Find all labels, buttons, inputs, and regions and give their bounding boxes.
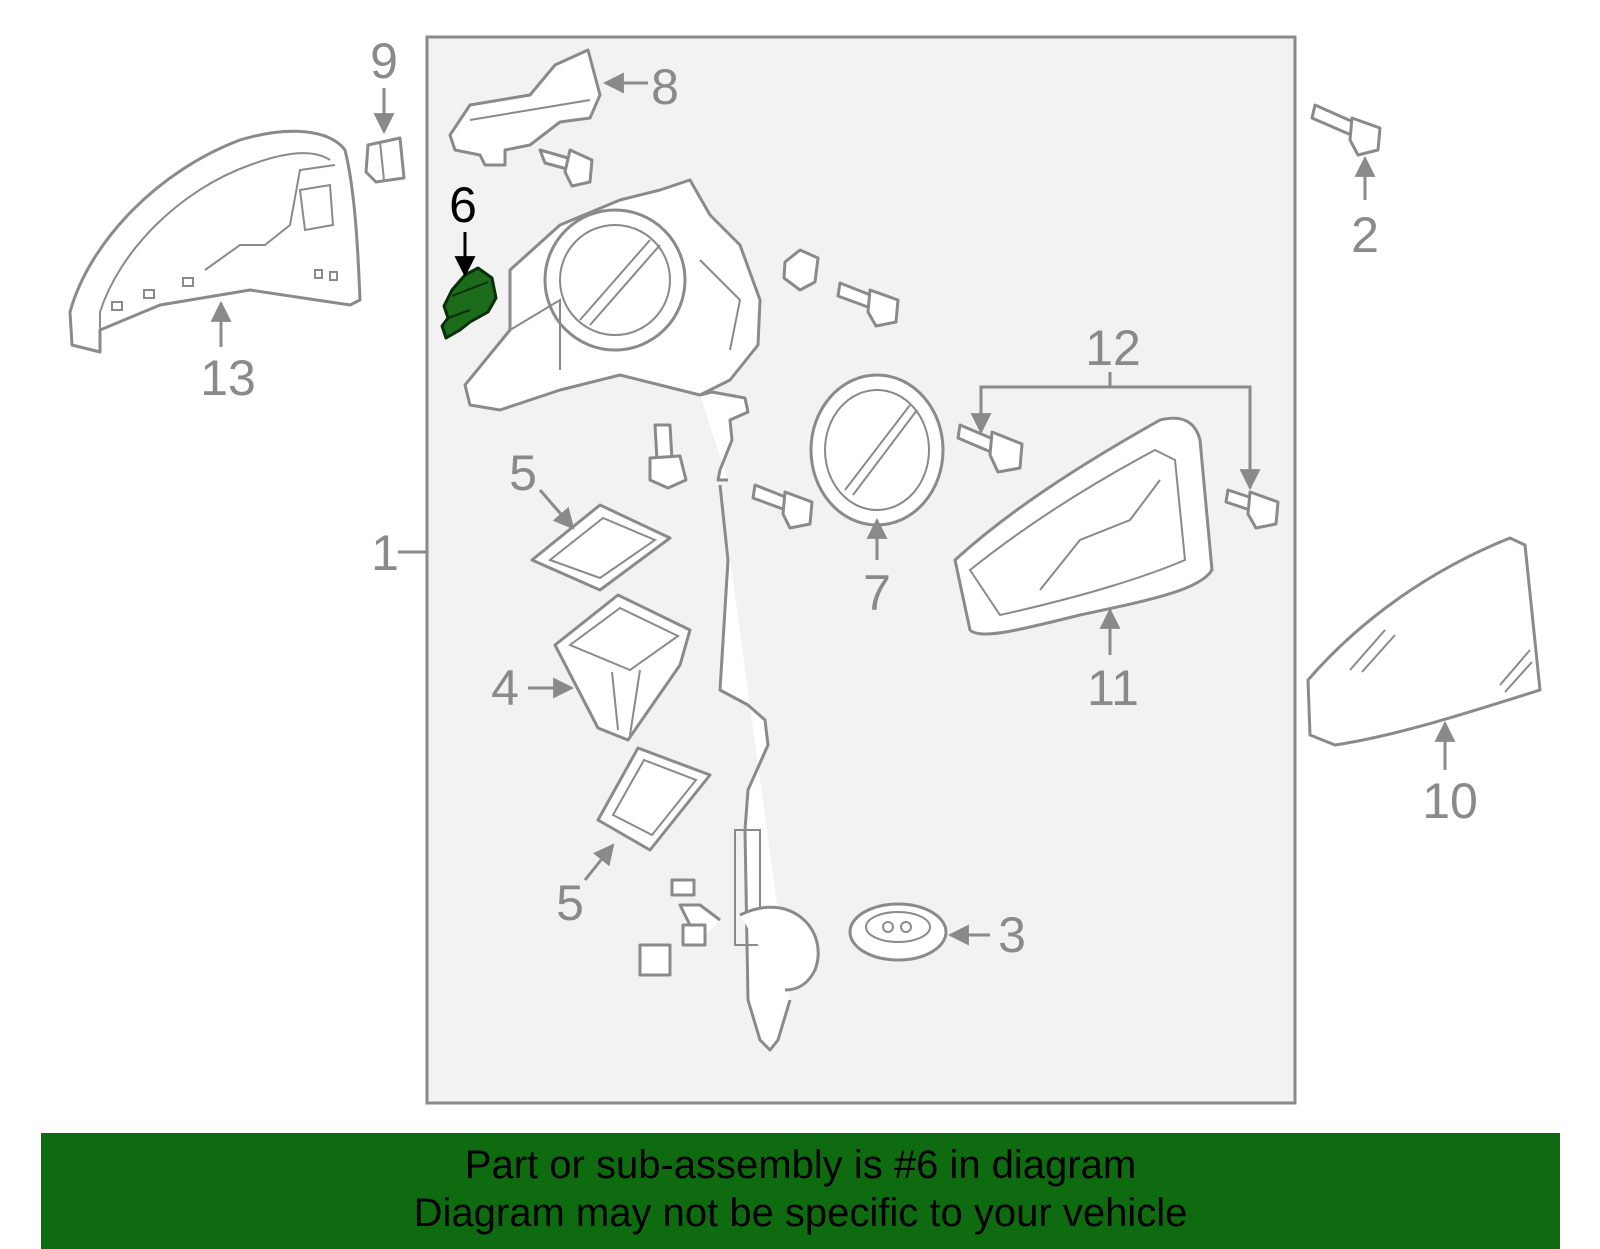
part-9-clip[interactable] — [364, 136, 406, 184]
part-2-bolt[interactable] — [1310, 103, 1382, 157]
part-3-grommet[interactable] — [848, 902, 948, 962]
banner-line-2: Diagram may not be specific to your vehi… — [413, 1191, 1188, 1235]
callout-3: 3 — [998, 907, 1026, 963]
leader-5b — [583, 843, 615, 881]
small-clip[interactable] — [782, 248, 820, 292]
bolt-7[interactable] — [751, 483, 814, 530]
callout-2: 2 — [1351, 207, 1379, 263]
part-11-glass-holder[interactable] — [953, 416, 1214, 636]
part-5-gasket-upper[interactable] — [530, 503, 672, 592]
part-8-bracket[interactable] — [448, 48, 602, 167]
mirror-housing[interactable] — [463, 178, 762, 482]
info-banner: Part or sub-assembly is #6 in diagram Di… — [41, 1133, 1560, 1249]
banner-line-1: Part or sub-assembly is #6 in diagram — [464, 1143, 1137, 1187]
callout-10: 10 — [1422, 773, 1478, 829]
part-13-mirror-cover[interactable] — [68, 129, 362, 354]
part-4-lamp-housing[interactable] — [553, 593, 692, 742]
callout-8: 8 — [651, 59, 679, 115]
bolt-upper[interactable] — [538, 148, 594, 188]
callout-5-upper: 5 — [509, 445, 537, 501]
callout-1: 1 — [371, 525, 399, 581]
callout-9: 9 — [370, 33, 398, 89]
callout-13: 13 — [200, 350, 256, 406]
part-12-bolt-left[interactable] — [956, 423, 1024, 474]
part-6-actuator[interactable] — [440, 266, 498, 340]
callout-7: 7 — [863, 565, 891, 621]
callout-12: 12 — [1085, 320, 1141, 376]
part-5-gasket-lower[interactable] — [596, 746, 712, 852]
callout-11: 11 — [1087, 660, 1139, 716]
part-10-mirror-glass[interactable] — [1306, 536, 1542, 747]
bolt-center[interactable] — [836, 281, 900, 328]
callout-6: 6 — [449, 177, 477, 233]
callout-5-lower: 5 — [556, 875, 584, 931]
part-12-bolt-right[interactable] — [1224, 488, 1280, 530]
cable-harness[interactable] — [638, 484, 820, 1052]
leader-12 — [979, 385, 1261, 491]
leader-5a — [538, 489, 575, 530]
part-7-motor-plate[interactable] — [809, 373, 945, 527]
bolt-left[interactable] — [648, 423, 688, 490]
callout-4: 4 — [491, 660, 519, 716]
